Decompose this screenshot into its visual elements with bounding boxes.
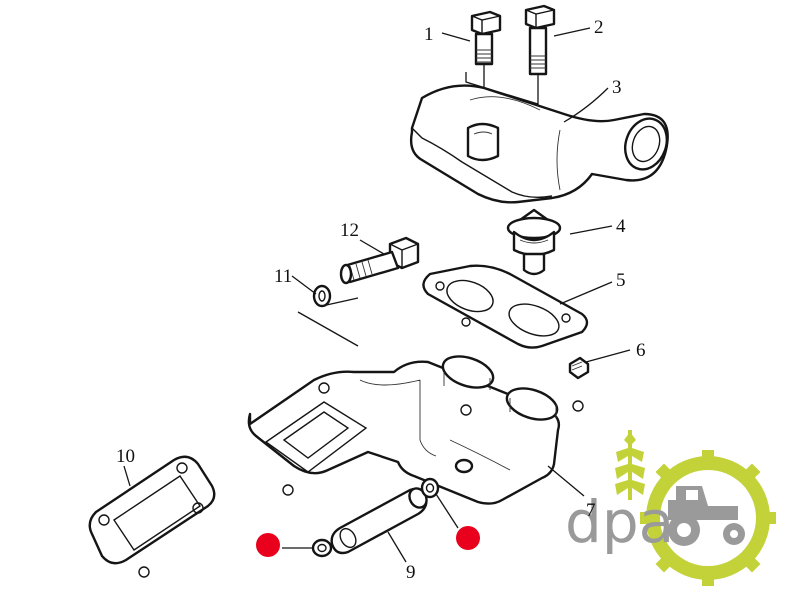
callout-11: 11: [274, 266, 292, 287]
part-3-housing: [409, 84, 669, 204]
tractor-icon: [668, 486, 745, 546]
callout-2: 2: [594, 17, 604, 38]
part-12-bolt: [339, 236, 420, 285]
part-1-bolt: [470, 10, 502, 66]
wheat-icon: [615, 430, 645, 500]
part-9-tube: [330, 487, 428, 555]
part-7-manifold: [247, 355, 584, 505]
part-2-bolt: [524, 4, 556, 76]
callout-10: 10: [116, 446, 135, 467]
dpa-logo: dpa: [565, 430, 776, 586]
highlight-marker-left: [256, 533, 280, 557]
highlight-marker-right: [456, 526, 480, 550]
callout-4: 4: [616, 216, 626, 237]
part-10-gasket: [88, 455, 216, 578]
part-4-thermostat: [506, 208, 562, 276]
part-5-gasket: [422, 264, 589, 349]
callout-7: 7: [586, 500, 596, 521]
callout-6: 6: [636, 340, 646, 361]
callout-5: 5: [616, 270, 626, 291]
callout-12: 12: [340, 220, 359, 241]
part-9-o-ring-right: [420, 477, 440, 499]
logo-text: dpa: [565, 488, 674, 556]
callout-1: 1: [424, 24, 434, 45]
part-11-washer: [312, 284, 332, 308]
callout-3: 3: [612, 77, 622, 98]
callout-9: 9: [406, 562, 416, 583]
leader-lines: [123, 27, 631, 563]
part-9-o-ring-left: [311, 538, 333, 558]
part-6-plug: [568, 356, 590, 380]
